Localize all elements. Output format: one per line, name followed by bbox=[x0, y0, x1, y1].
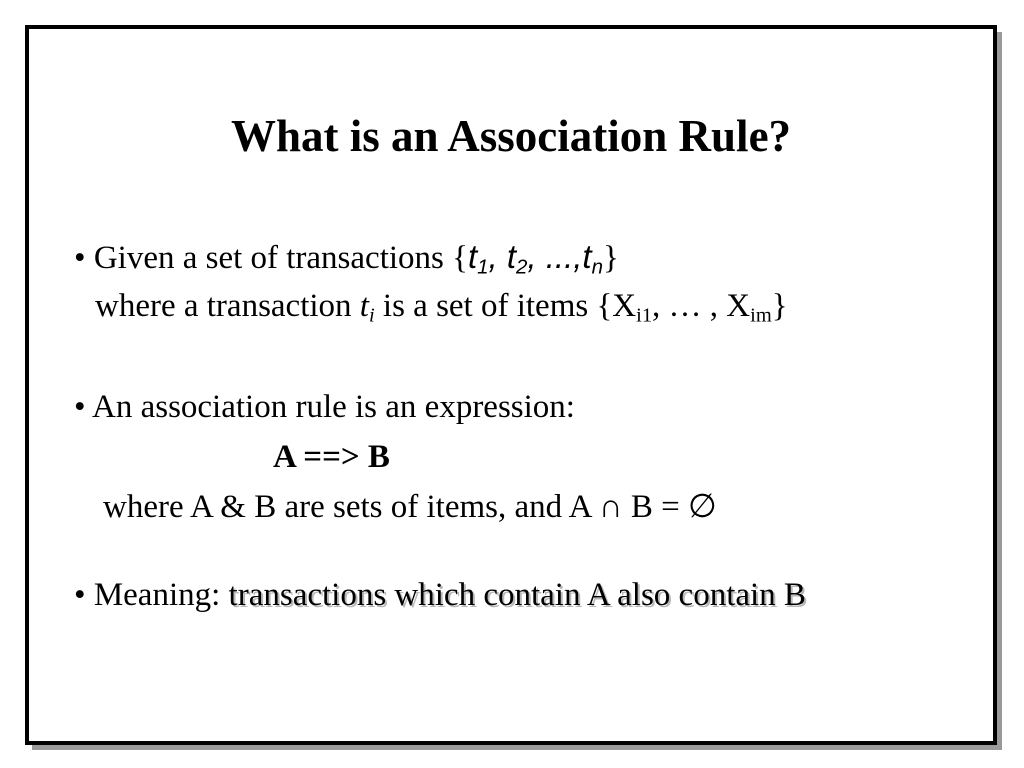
bullet-association-rule: • An association rule is an expression: bbox=[74, 387, 575, 427]
bullet-symbol: • bbox=[74, 240, 86, 276]
bullet-symbol: • bbox=[74, 577, 86, 613]
transaction-var: ti bbox=[359, 288, 375, 327]
rule-expression: A ==> B bbox=[273, 439, 390, 475]
slide-title: What is an Association Rule? bbox=[230, 111, 792, 161]
transaction-set: t1, t2, ...,tn bbox=[467, 238, 603, 279]
bullet-transactions: • Given a set of transactions {t1, t2, .… bbox=[74, 237, 619, 278]
transaction-definition: where a transaction ti is a set of items… bbox=[95, 288, 788, 327]
meaning-highlight: transactions which contain A also contai… bbox=[228, 577, 806, 613]
transactions-close-brace: } bbox=[602, 240, 619, 276]
bullet-symbol: • bbox=[74, 389, 86, 425]
association-rule-text: An association rule is an expression: bbox=[92, 389, 575, 425]
slide-frame: What is an Association Rule? • Given a s… bbox=[25, 25, 997, 745]
transactions-text: Given a set of transactions { bbox=[93, 240, 468, 276]
meaning-label: Meaning: bbox=[93, 577, 229, 613]
rule-condition: where A & B are sets of items, and A ∩ B… bbox=[103, 489, 717, 525]
bullet-meaning: • Meaning: transactions which contain A … bbox=[74, 575, 806, 615]
